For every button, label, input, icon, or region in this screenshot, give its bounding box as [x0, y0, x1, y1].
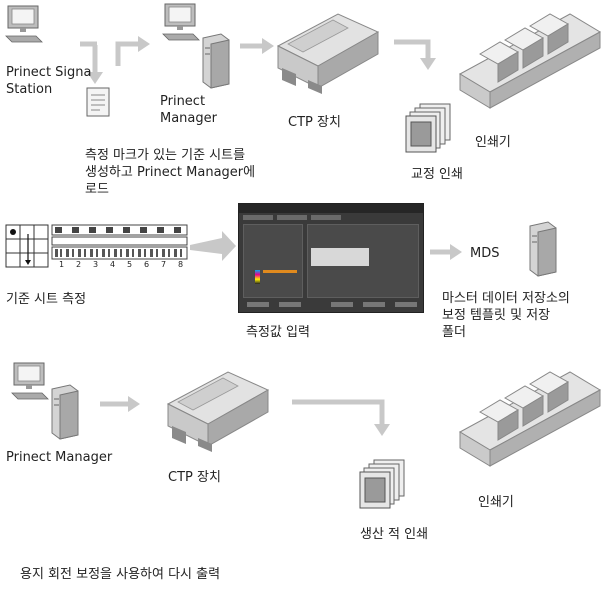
measure-sheet-label: 기준 시트 측정 — [6, 292, 87, 307]
screenshot-tab — [277, 215, 307, 220]
measurement-strip-icon — [51, 224, 188, 260]
arrow-right — [190, 231, 236, 261]
mds-label: MDS — [470, 246, 500, 261]
patch-number: 6 — [144, 260, 150, 269]
arrow-right-down — [292, 399, 385, 424]
arrow-head — [374, 424, 390, 436]
ctp-device-bottom-label: CTP 장치 — [168, 470, 221, 485]
reference-sheet-grid-icon — [5, 224, 49, 268]
patch-number: 1 — [59, 260, 65, 269]
arrow-head — [128, 396, 140, 412]
arrow-right-down — [394, 39, 431, 58]
create-sheet-label: 측정 마크가 있는 기준 시트를 생성하고 Prinect Manager에 로… — [85, 148, 256, 197]
patch-number: 2 — [76, 260, 82, 269]
screenshot-color-swatches — [255, 270, 260, 284]
proof-sheets-stack-icon — [405, 103, 451, 153]
prinect-manager-bottom-label: Prinect Manager — [6, 450, 113, 465]
screenshot-title-bar — [239, 204, 423, 213]
enter-values-label: 측정값 입력 — [246, 325, 310, 340]
measurement-entry-screenshot — [238, 203, 424, 313]
patch-number: 7 — [161, 260, 167, 269]
mds-description-label: 마스터 데이터 저장소의 보정 템플릿 및 저장 폴더 — [442, 291, 570, 340]
production-print-label: 생산 적 인쇄 — [360, 527, 429, 542]
screenshot-highlight-row — [263, 270, 297, 273]
ctp-device-label: CTP 장치 — [288, 115, 341, 130]
press-bottom-label: 인쇄기 — [478, 495, 514, 510]
prinect-manager-server-icon — [202, 33, 230, 89]
patch-number: 5 — [127, 260, 133, 269]
screenshot-patch-preview — [311, 248, 369, 266]
screenshot-tab — [243, 215, 273, 220]
reference-sheet-document-icon — [86, 87, 110, 117]
arrow-head — [420, 58, 436, 70]
press-label: 인쇄기 — [475, 135, 511, 150]
mds-server-icon — [529, 221, 557, 277]
arrow-head — [138, 36, 150, 52]
patch-number: 8 — [178, 260, 184, 269]
screenshot-button — [331, 302, 353, 307]
production-sheets-stack-icon — [359, 459, 405, 509]
reprint-caption: 용지 회전 보정을 사용하여 다시 출력 — [20, 567, 221, 582]
signa-station-label: Prinect Signa Station — [6, 65, 92, 97]
prinect-manager-computer-icon — [162, 3, 200, 41]
arrow-head — [450, 244, 462, 260]
patch-number: 3 — [93, 260, 99, 269]
proof-print-label: 교정 인쇄 — [411, 167, 463, 182]
arrow-head — [87, 72, 103, 84]
screenshot-button — [279, 302, 301, 307]
patch-number-row: 1 2 3 4 5 6 7 8 — [55, 260, 190, 272]
printing-press-icon-bottom — [459, 371, 601, 467]
screenshot-left-pane — [243, 224, 303, 298]
prinect-manager-label: Prinect Manager — [160, 94, 217, 126]
prinect-manager-server-icon-bottom — [51, 384, 79, 440]
ctp-device-icon-bottom — [167, 371, 269, 453]
arrow-head — [262, 38, 274, 54]
arrow-up-right — [115, 41, 138, 66]
screenshot-tab — [311, 215, 341, 220]
printing-press-icon — [459, 13, 601, 109]
prinect-manager-computer-icon-bottom — [11, 362, 49, 400]
patch-number: 4 — [110, 260, 116, 269]
ctp-device-icon — [277, 13, 379, 95]
screenshot-button — [395, 302, 417, 307]
screenshot-button — [247, 302, 269, 307]
screenshot-button — [363, 302, 385, 307]
signa-station-computer-icon — [5, 5, 43, 43]
